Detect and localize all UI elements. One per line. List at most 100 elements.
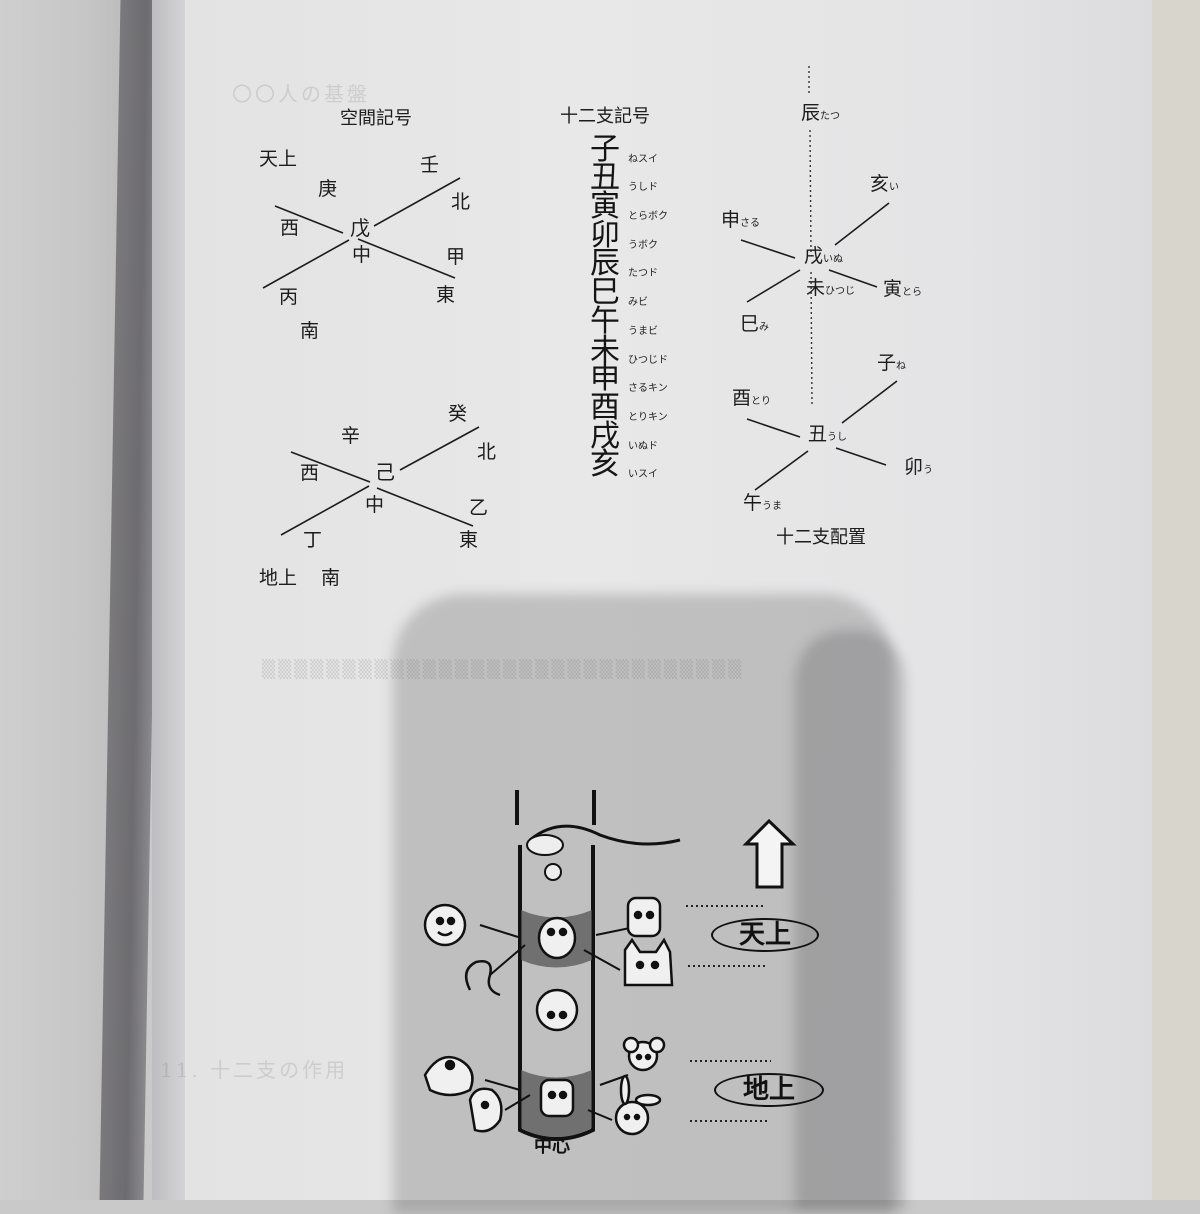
- zodiac-reading: ねスイ: [628, 153, 658, 165]
- zodiac-kanji: 丑: [590, 160, 620, 196]
- zodiac-reading: み: [759, 322, 770, 333]
- zodiac-reading: とら: [902, 287, 923, 298]
- zodiac-kanji: 酉: [732, 387, 752, 409]
- zodiac-kanji: 未: [806, 277, 826, 299]
- zodiac-reading: たつ: [820, 111, 841, 122]
- stem-label: 庚: [318, 178, 338, 200]
- zodiac-kanji: 亥: [870, 173, 890, 195]
- earth-oval-label: 地上: [714, 1073, 824, 1107]
- dog-icon: [537, 916, 577, 960]
- zodiac-kanji: 申: [721, 209, 741, 231]
- stem-label: 丙: [279, 286, 299, 308]
- zodiac-kanji: 亥: [590, 447, 620, 483]
- zodiac-kanji: 丑: [808, 423, 828, 445]
- zodiac-reading: う: [923, 465, 934, 476]
- rooster-icon: [423, 1055, 474, 1097]
- zodiac-reading: い: [889, 182, 900, 193]
- dragon-icon: [526, 824, 681, 881]
- zodiac-kanji: 午: [743, 492, 763, 514]
- zodiac-item: 未ひつじド: [590, 335, 668, 366]
- zodiac-kanji: 子: [877, 352, 897, 374]
- center-stem-label: 戊: [350, 216, 370, 240]
- zodiac-reading: さる: [740, 218, 761, 229]
- zodiac-reading: うし: [827, 432, 848, 443]
- bleed-through-section-heading: 11. 十二支の作用: [160, 1058, 349, 1082]
- direction-label: 東: [459, 529, 479, 551]
- zodiac-item: 申さるキン: [590, 364, 668, 395]
- zodiac-reading: ね: [896, 361, 907, 372]
- center-label: 中: [352, 244, 372, 266]
- zodiac-kanji: 酉: [590, 389, 620, 425]
- zodiac-item: 巳みビ: [590, 275, 668, 311]
- zodiac-symbols-title: 十二支記号: [560, 106, 650, 127]
- boar-icon: [626, 896, 662, 938]
- center-stem-label: 己: [375, 460, 395, 484]
- zodiac-item: 午うまビ: [590, 303, 668, 339]
- zodiac-reading: とり: [751, 396, 772, 407]
- zodiac-kanji: 寅: [883, 278, 903, 300]
- stem-label: 丁: [303, 529, 323, 551]
- zodiac-kanji: 寅: [590, 189, 620, 225]
- horse-icon: [468, 1087, 503, 1133]
- zodiac-reading: うしド: [628, 182, 658, 194]
- book-page: [185, 0, 1153, 1200]
- zodiac-reading: いぬド: [628, 440, 658, 452]
- sheep-icon: [535, 988, 579, 1032]
- zodiac-kanji: 子: [590, 131, 620, 167]
- snake-icon: [464, 960, 501, 997]
- table-surface: [1152, 0, 1200, 1200]
- up-arrow-icon: [742, 818, 797, 889]
- zodiac-item: 戌いぬド: [590, 418, 668, 454]
- stem-label: 癸: [448, 403, 468, 425]
- zodiac-reading: さるキン: [628, 383, 668, 395]
- center-label: 中: [365, 494, 385, 516]
- bleed-through-text: ▒▒▒▒▒▒▒▒▒▒▒▒▒▒▒▒▒▒▒▒▒▒▒▒▒▒▒▒▒▒: [262, 660, 745, 680]
- monkey-icon: [423, 903, 467, 947]
- zodiac-item: 卯うボク: [590, 217, 668, 253]
- earth-corner-label: 地上: [259, 567, 298, 589]
- bleed-through-heading: 〇〇人の基盤: [232, 82, 370, 106]
- direction-label: 北: [477, 441, 497, 463]
- zodiac-reading: とりキン: [628, 411, 668, 423]
- zodiac-kanji: 卯: [904, 456, 924, 478]
- left-page: [0, 0, 122, 1200]
- ox-icon: [539, 1078, 575, 1118]
- stem-label: 甲: [446, 246, 466, 268]
- hand-shadow-finger: [795, 630, 905, 1210]
- zodiac-reading: ひつじド: [628, 354, 668, 366]
- zodiac-item: 酉とりキン: [590, 389, 668, 425]
- tiger-icon: [623, 937, 674, 987]
- zodiac-kanji: 巳: [590, 275, 620, 311]
- zodiac-reading: うまビ: [628, 325, 658, 337]
- zodiac-kanji: 卯: [590, 217, 620, 253]
- zodiac-item: 辰たつド: [590, 249, 668, 280]
- zodiac-kanji: 戌: [590, 418, 620, 454]
- rat-icon: [622, 1036, 666, 1072]
- direction-label: 北: [451, 191, 471, 213]
- zodiac-item: 亥いスイ: [590, 447, 668, 483]
- zodiac-symbols-list: 子ねスイ 丑うしド 寅とらボク 卯うボク 辰たつド 巳みビ 午うまビ 未ひつじド…: [590, 131, 668, 483]
- zodiac-reading: いぬ: [823, 254, 844, 265]
- center-label: 中心: [534, 1136, 570, 1157]
- zodiac-reading: とらボク: [628, 211, 668, 223]
- zodiac-reading: みビ: [628, 297, 648, 309]
- rabbit-icon: [614, 1074, 662, 1136]
- direction-label: 南: [321, 567, 341, 589]
- direction-label: 東: [436, 284, 456, 306]
- zodiac-kanji: 午: [590, 303, 620, 339]
- zodiac-item: 丑うしド: [590, 160, 668, 196]
- zodiac-reading: いスイ: [628, 469, 658, 481]
- heaven-oval-label: 天上: [711, 918, 819, 952]
- space-symbols-title: 空間記号: [340, 108, 412, 129]
- stem-label: 辛: [341, 425, 361, 447]
- heaven-corner-label: 天上: [259, 148, 298, 170]
- stem-label: 乙: [469, 497, 489, 519]
- zodiac-item: 子ねスイ: [590, 131, 668, 167]
- zodiac-kanji: 巳: [740, 313, 760, 335]
- zodiac-layout-title: 十二支配置: [776, 527, 866, 548]
- zodiac-item: 寅とらボク: [590, 189, 668, 225]
- zodiac-reading: うま: [762, 501, 783, 512]
- direction-label: 西: [300, 462, 320, 484]
